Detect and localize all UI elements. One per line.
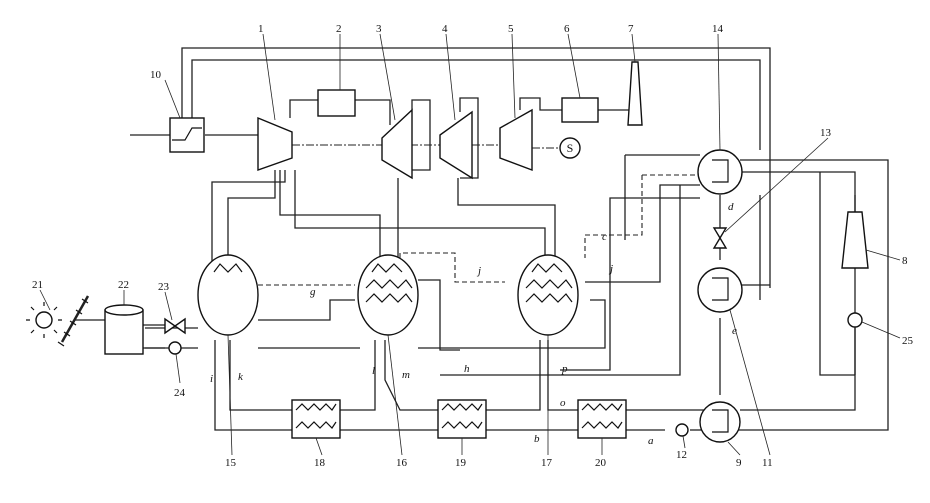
label-6: 6 [564, 23, 570, 35]
valve-23 [165, 319, 185, 333]
stream-i: i [210, 373, 213, 385]
sun-icon [26, 302, 62, 338]
stream-p: p [561, 363, 568, 375]
turbine-5 [500, 110, 532, 170]
exchanger-18 [292, 400, 340, 438]
label-12: 12 [676, 449, 687, 461]
exchanger-14 [698, 150, 742, 194]
stream-o: o [560, 397, 566, 409]
pipe-2-to-3 [355, 100, 390, 125]
vessel-16 [358, 255, 418, 335]
pipe-c-dash [585, 175, 642, 258]
label-14: 14 [712, 23, 724, 35]
exchanger-19 [438, 400, 486, 438]
pipe-5-6 [520, 98, 562, 110]
stream-k: k [238, 371, 244, 383]
label-13: 13 [820, 127, 832, 139]
label-24: 24 [174, 387, 186, 399]
stack-7 [628, 62, 642, 125]
pipe-8-loop [820, 172, 855, 375]
label-1: 1 [258, 23, 264, 35]
label-11: 11 [762, 457, 773, 469]
pipe-3-4 [412, 100, 430, 170]
stream-g: g [310, 286, 316, 298]
label-22: 22 [118, 279, 129, 291]
pipe-lines [75, 48, 888, 430]
collector-21 [58, 296, 88, 346]
valve-13 [714, 228, 726, 248]
label-2: 2 [336, 23, 342, 35]
pump-24 [169, 342, 181, 354]
label-4: 4 [442, 23, 448, 35]
label-17: 17 [541, 457, 553, 469]
label-7: 7 [628, 23, 634, 35]
stream-e: e [732, 325, 737, 337]
pipe-1-to-2 [290, 100, 318, 118]
stream-m: m [402, 369, 410, 381]
stream-j2: j [608, 263, 613, 275]
label-16: 16 [396, 457, 408, 469]
pump-12 [676, 424, 688, 436]
label-10: 10 [150, 69, 162, 81]
label-15: 15 [225, 457, 237, 469]
combustor-2 [318, 90, 355, 116]
label-21: 21 [32, 279, 43, 291]
label-9: 9 [736, 457, 742, 469]
vessel-17 [518, 255, 578, 335]
stream-b: b [534, 433, 540, 445]
pipe-14-right-outer [735, 160, 888, 430]
pipe-16-17-h [418, 280, 460, 350]
turbine-3 [382, 110, 412, 178]
generator-label: S [567, 141, 574, 155]
label-23: 23 [158, 281, 170, 293]
turbine-4 [440, 112, 472, 178]
exchanger-20 [578, 400, 626, 438]
stream-d: d [728, 201, 734, 213]
tower-8 [842, 212, 868, 268]
pipe-6-7 [598, 110, 630, 125]
pipe-4-down-17 [458, 178, 555, 258]
pump-25 [848, 313, 862, 327]
label-8: 8 [902, 255, 908, 267]
pipe-1-down-15b [228, 170, 275, 262]
pipe-9-25 [740, 328, 855, 410]
label-18: 18 [314, 457, 326, 469]
label-5: 5 [508, 23, 514, 35]
stream-c: c [602, 231, 607, 243]
leader-lines [40, 34, 900, 455]
exchanger-11 [698, 268, 742, 312]
stream-l: l [372, 365, 375, 377]
generator-S: S [560, 138, 580, 158]
stream-a: a [648, 435, 654, 447]
pipe-15-16 [258, 300, 355, 320]
pipe-1-down-15 [212, 170, 285, 262]
vessel-15 [198, 255, 258, 335]
compressor-1 [258, 118, 292, 170]
stream-j: j [476, 265, 481, 277]
pipe-p-line [560, 198, 700, 370]
tank-22 [105, 305, 143, 354]
stream-h: h [464, 363, 470, 375]
exchanger-9 [700, 402, 740, 442]
pipe-1-down-17 [295, 170, 545, 258]
label-20: 20 [595, 457, 607, 469]
pipe-18-16 [340, 340, 375, 410]
label-19: 19 [455, 457, 467, 469]
unit-6 [562, 98, 598, 122]
label-25: 25 [902, 335, 914, 347]
label-3: 3 [376, 23, 382, 35]
preheater-10 [170, 118, 204, 152]
